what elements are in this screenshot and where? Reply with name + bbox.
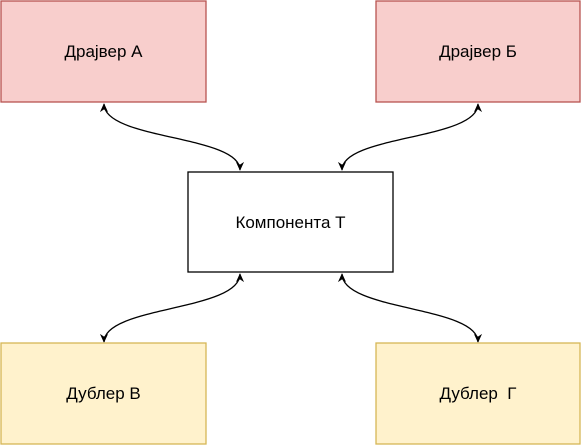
node-stub-g[interactable]: Дублер Г <box>375 342 581 445</box>
node-component-t[interactable]: Компонента Т <box>187 171 394 273</box>
node-stub-v[interactable]: Дублер В <box>0 342 207 445</box>
node-stub-g-box <box>375 342 581 445</box>
edge-stub-g-component <box>337 273 483 343</box>
edge-driver-a-component <box>99 103 245 171</box>
node-driver-b-box <box>375 0 581 103</box>
node-component-t-box <box>187 171 394 273</box>
node-driver-b-label: Драјвер Б <box>439 42 517 61</box>
node-driver-a-label: Драјвер А <box>64 42 143 61</box>
node-stub-v-box <box>0 342 207 445</box>
edge-stub-v-component <box>99 273 245 343</box>
node-driver-a[interactable]: Драјвер А <box>0 0 207 103</box>
node-component-t-label: Компонента Т <box>235 213 345 232</box>
node-stub-g-label: Дублер Г <box>439 384 516 403</box>
node-driver-b[interactable]: Драјвер Б <box>375 0 581 103</box>
node-driver-a-box <box>0 0 207 103</box>
node-stub-v-label: Дублер В <box>66 384 140 403</box>
edge-driver-b-component <box>337 103 483 171</box>
